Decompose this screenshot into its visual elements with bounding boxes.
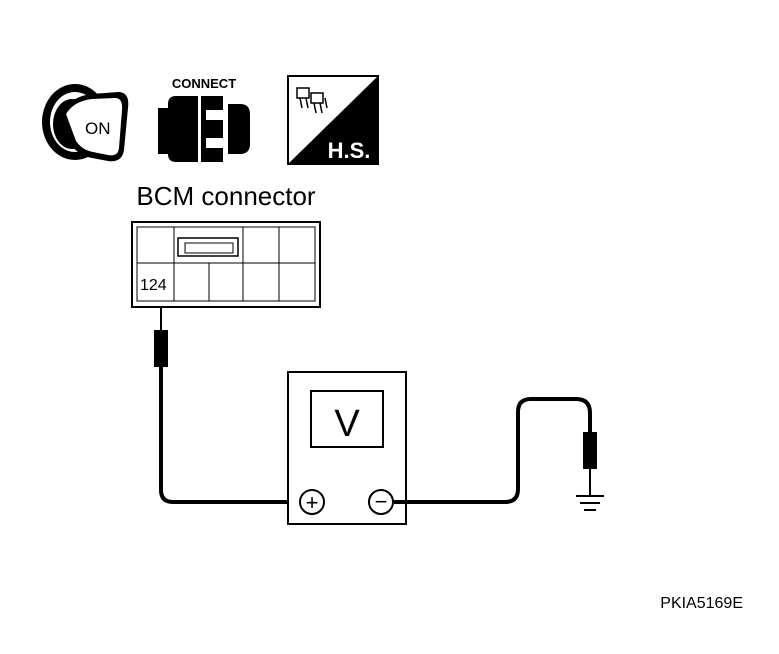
positive-probe	[154, 307, 300, 504]
ignition-key-icon: ON	[42, 84, 129, 162]
ignition-on-label: ON	[85, 119, 111, 138]
voltmeter: V + −	[287, 371, 407, 525]
ground-icon	[576, 495, 604, 511]
hs-label: H.S.	[328, 138, 371, 163]
figure-id: PKIA5169E	[660, 595, 743, 612]
negative-terminal-icon: −	[368, 489, 394, 515]
harness-connector-icon: H.S.	[287, 75, 379, 165]
terminal-label: 124	[140, 277, 167, 294]
connector-connect-icon: CONNECT	[158, 76, 250, 162]
negative-symbol: −	[375, 489, 388, 514]
connect-label: CONNECT	[172, 76, 236, 91]
negative-probe	[393, 397, 597, 504]
positive-symbol: +	[306, 490, 319, 515]
bcm-connector	[131, 221, 321, 308]
meter-display: V	[334, 403, 360, 445]
connector-title: BCM connector	[136, 181, 316, 211]
positive-terminal-icon: +	[299, 489, 325, 515]
